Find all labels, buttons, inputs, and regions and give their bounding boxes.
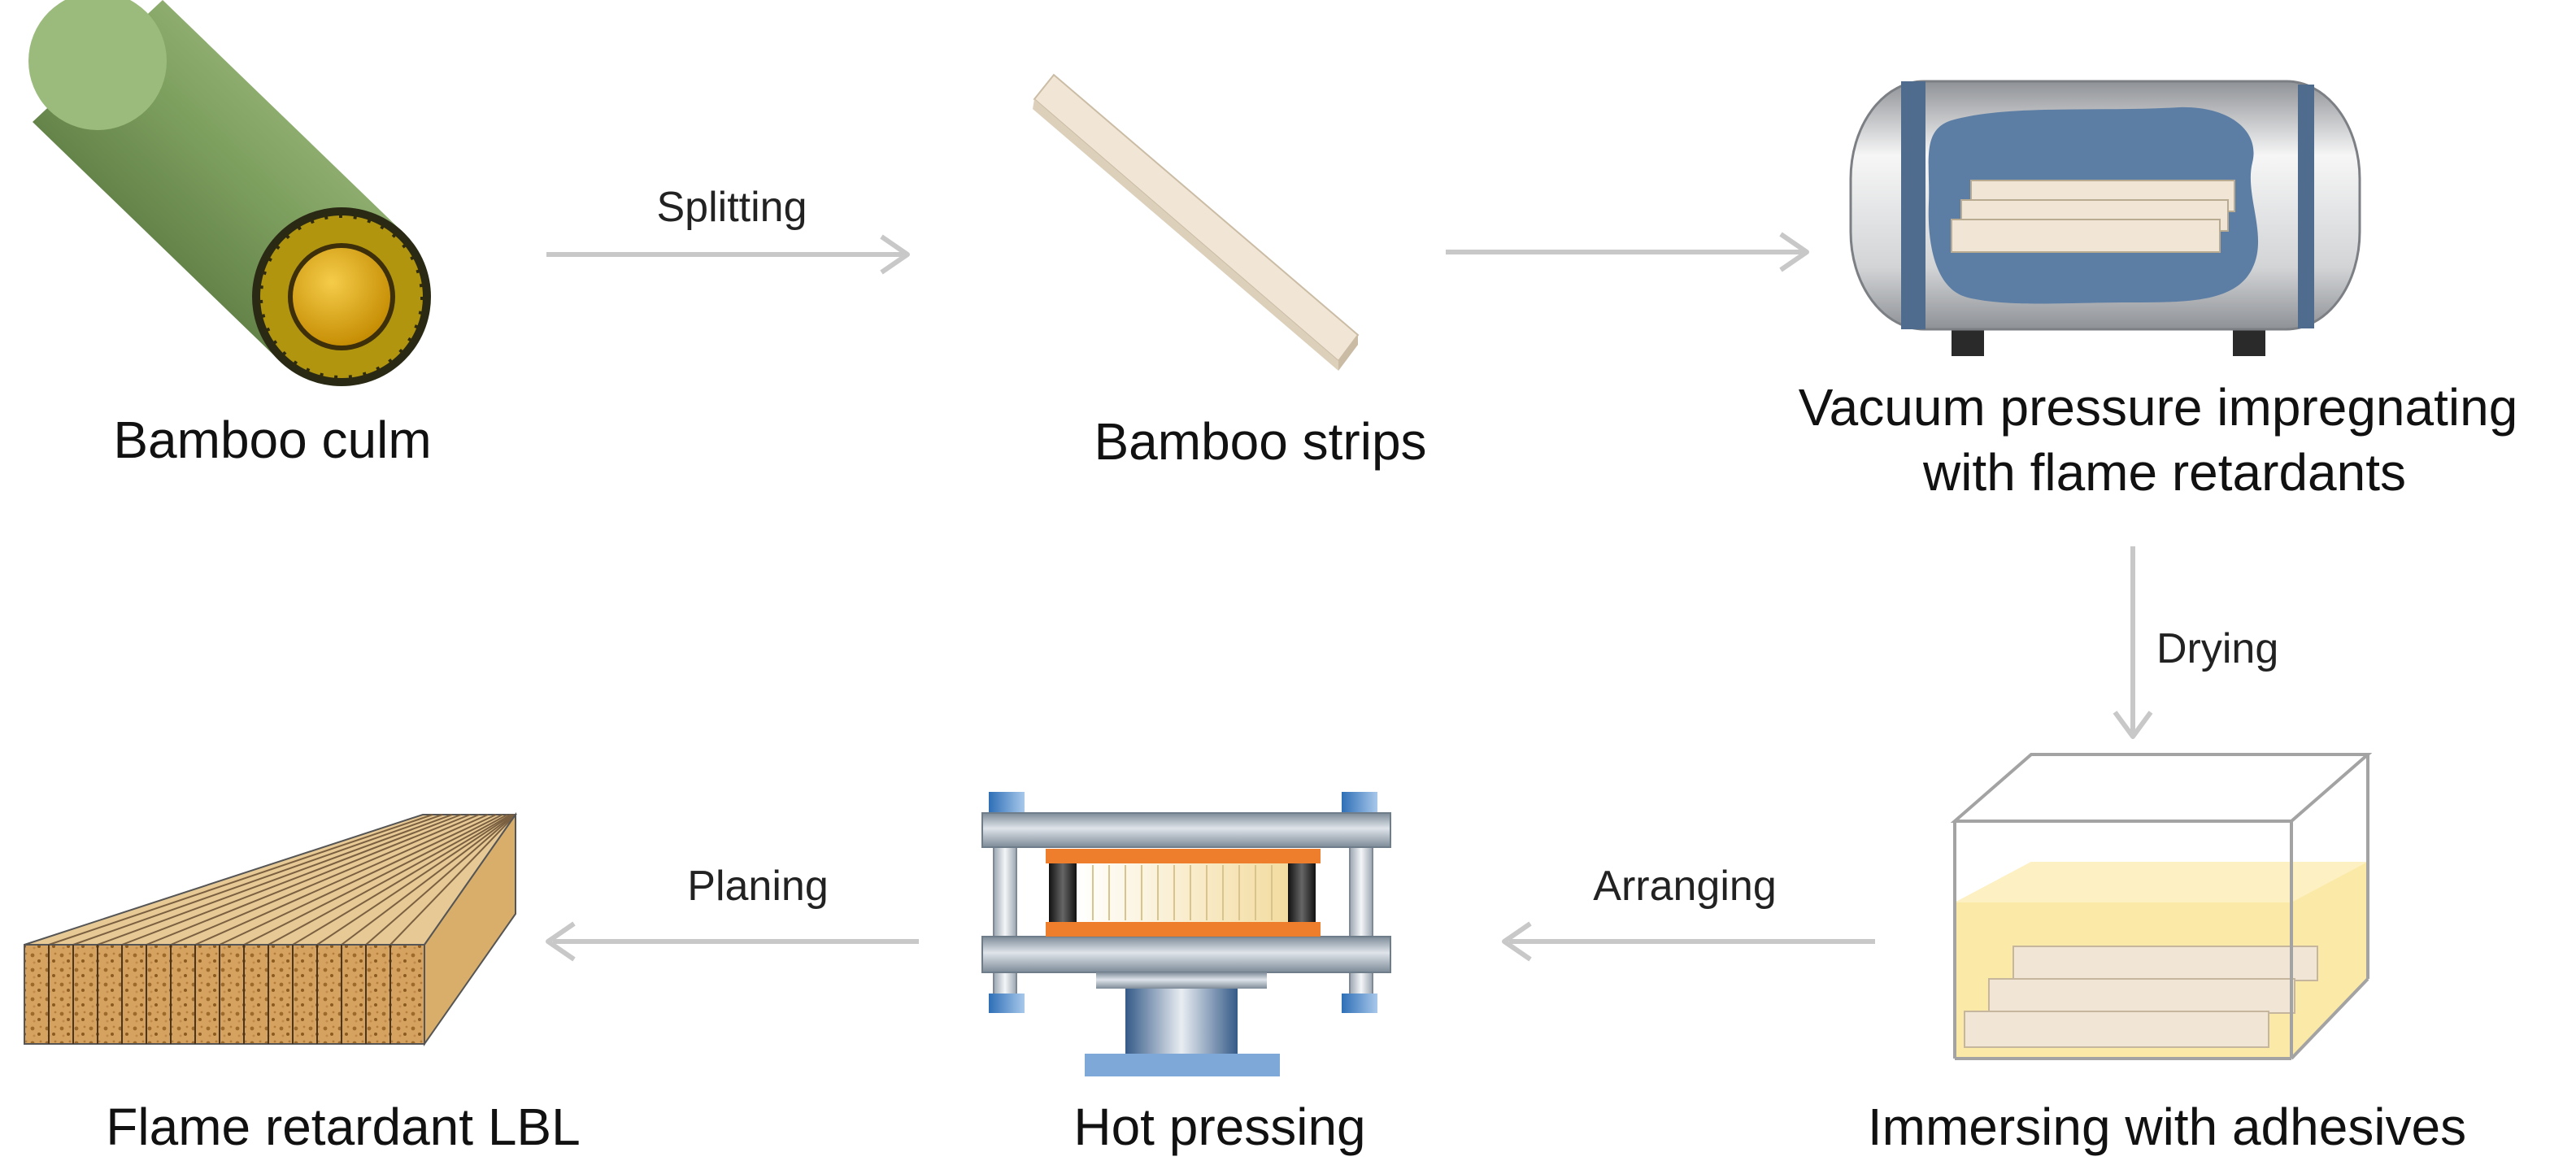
arrow-planing (546, 921, 919, 962)
lbl-board-illustration (24, 811, 517, 1047)
bamboo-culm-illustration (28, 0, 431, 386)
step-immersing-label: Immersing with adhesives (1868, 1098, 2466, 1156)
action-planing-label: Planing (687, 863, 828, 910)
step-hot-pressing-label: Hot pressing (1073, 1098, 1365, 1156)
arrow-arranging (1502, 921, 1875, 962)
arrow-to-vacuum (1446, 232, 1809, 272)
step-bamboo-strips-label: Bamboo strips (1094, 412, 1426, 471)
action-arranging-label: Arranging (1593, 863, 1776, 910)
step-vacuum-label-line2: with flame retardants (1922, 443, 2406, 502)
action-splitting-label: Splitting (657, 184, 807, 231)
bamboo-strip-illustration (1033, 73, 1360, 371)
vacuum-tank-illustration (1849, 80, 2361, 356)
arrow-drying (2113, 546, 2153, 739)
arrow-splitting (546, 234, 910, 275)
immersed-strips (1964, 946, 2318, 1048)
step-lbl-label: Flame retardant LBL (106, 1098, 580, 1156)
action-drying-label: Drying (2156, 625, 2278, 672)
impregnating-strips (1951, 180, 2235, 253)
step-vacuum-label-line1: Vacuum pressure impregnating (1799, 378, 2518, 437)
step-bamboo-culm-label: Bamboo culm (113, 411, 431, 469)
adhesive-bath-illustration (1950, 753, 2373, 1060)
hot-press-illustration (981, 792, 1391, 1076)
